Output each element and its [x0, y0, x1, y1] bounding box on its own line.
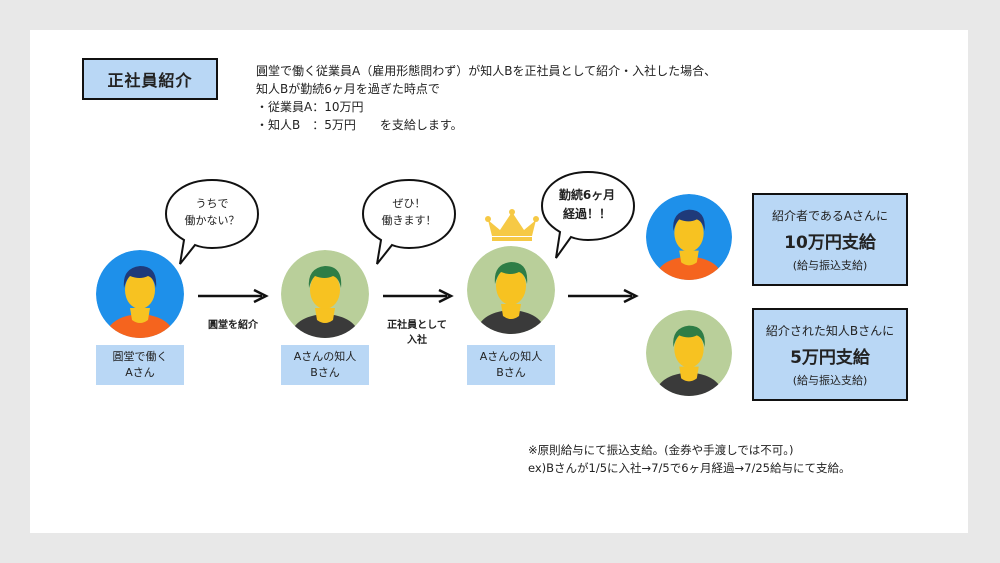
person-a-label-line-2: Aさん	[125, 366, 155, 379]
arrow-2-label-line-2: 入社	[407, 335, 427, 346]
person-b-label: Aさんの知人 Bさん	[281, 345, 369, 385]
result-b-amount: 5万円支給	[790, 348, 870, 368]
person-b-avatar	[281, 250, 369, 338]
description-line-1: 圓堂で働く従業員A（雇用形態問わず）が知人Bを正社員として紹介・入社した場合、	[256, 64, 717, 78]
person-b-employed-avatar	[467, 246, 555, 334]
footnote-line-2: ex)Bさんが1/5に入社→7/5で6ヶ月経過→7/25給与にて支給。	[528, 461, 851, 475]
result-box-b: 紹介された知人Bさんに 5万円支給 (給与振込支給)	[752, 308, 908, 401]
arrow-2-label-line-1: 正社員として	[387, 320, 447, 331]
result-box-a: 紹介者であるAさんに 10万円支給 (給与振込支給)	[752, 193, 908, 286]
crown-icon	[485, 209, 539, 241]
speech-bubble-1-line-2: 働かない？	[184, 214, 240, 227]
page-title: 正社員紹介	[82, 58, 218, 100]
result-b-avatar	[646, 310, 732, 396]
speech-bubble-2	[361, 178, 457, 265]
person-a-label: 圓堂で働く Aさん	[96, 345, 184, 385]
speech-bubble-1	[164, 178, 260, 265]
speech-bubble-3-text: 勤続6ヶ月 経過！！	[544, 186, 630, 224]
person-b-employed-label: Aさんの知人 Bさん	[467, 345, 555, 385]
speech-bubble-2-line-1: ぜひ！	[392, 197, 426, 210]
footnotes: ※原則給与にて振込支給。(金券や手渡しでは不可。) ex)Bさんが1/5に入社→…	[528, 441, 850, 477]
person-b-label-line-2: Bさん	[310, 366, 340, 379]
person-b-employed-label-line-2: Bさん	[496, 366, 526, 379]
arrow-2-label: 正社員として 入社	[374, 318, 460, 348]
result-a-avatar	[646, 194, 732, 280]
footnote-line-1: ※原則給与にて振込支給。(金券や手渡しでは不可。)	[528, 443, 794, 457]
arrow-1-label-line-1: 圓堂を紹介	[208, 320, 258, 331]
speech-bubble-3	[540, 170, 636, 259]
result-b-line-1: 紹介された知人Bさんに	[765, 324, 895, 338]
person-a-label-line-1: 圓堂で働く	[112, 350, 168, 363]
description-line-3: ・従業員A：10万円	[256, 100, 364, 114]
person-b-employed-label-line-1: Aさんの知人	[479, 350, 543, 363]
arrow-2	[383, 288, 454, 304]
speech-bubble-3-line-1: 勤続6ヶ月	[558, 188, 616, 202]
speech-bubble-2-text: ぜひ！ 働きます！	[367, 195, 451, 229]
result-b-line-3: (給与振込支給)	[792, 374, 868, 387]
person-a-avatar	[96, 250, 184, 338]
arrow-1	[198, 288, 269, 304]
arrow-1-label: 圓堂を紹介	[190, 318, 276, 333]
description: 圓堂で働く従業員A（雇用形態問わず）が知人Bを正社員として紹介・入社した場合、 …	[256, 62, 716, 134]
person-b-label-line-1: Aさんの知人	[293, 350, 357, 363]
arrow-3	[568, 288, 639, 304]
description-line-2: 知人Bが勤続6ヶ月を過ぎた時点で	[256, 82, 440, 96]
result-a-line-3: (給与振込支給)	[792, 259, 868, 272]
speech-bubble-3-line-2: 経過！！	[562, 207, 611, 221]
speech-bubble-1-line-1: うちで	[195, 197, 229, 210]
speech-bubble-2-line-2: 働きます！	[381, 214, 437, 227]
result-a-line-1: 紹介者であるAさんに	[771, 209, 889, 223]
description-line-4: ・知人B ：5万円 を支給します。	[256, 118, 463, 132]
speech-bubble-1-text: うちで 働かない？	[170, 195, 254, 229]
result-a-amount: 10万円支給	[784, 233, 876, 253]
